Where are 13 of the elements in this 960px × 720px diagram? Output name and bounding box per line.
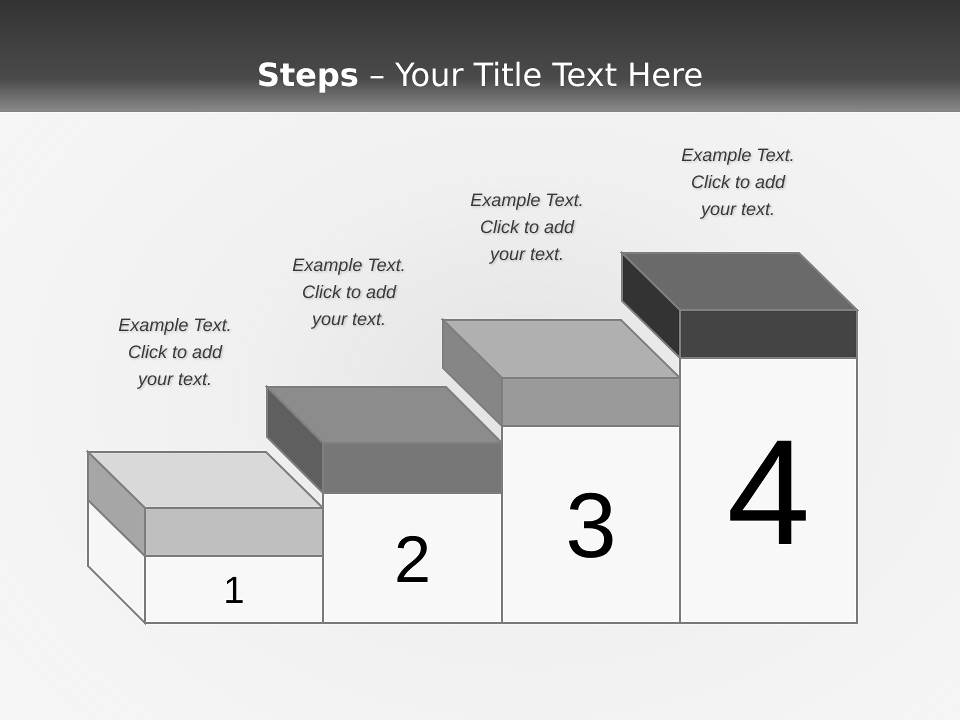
step-block (322, 492, 503, 624)
title: Steps – Your Title Text Here (256, 55, 704, 95)
step-caption: Example Text. Click to add your text. (680, 144, 796, 221)
step-block (679, 357, 858, 624)
step-block (501, 425, 681, 624)
step-number: 3 (564, 480, 618, 572)
step-caption: Example Text. Click to add your text. (291, 254, 407, 331)
step-caption: Example Text. Click to add your text. (469, 189, 585, 266)
step-number: 4 (726, 416, 812, 566)
step-block (144, 555, 324, 624)
step-caption: Example Text. Click to add your text. (117, 314, 233, 391)
step-number: 1 (222, 572, 246, 610)
step-number: 2 (393, 526, 432, 592)
